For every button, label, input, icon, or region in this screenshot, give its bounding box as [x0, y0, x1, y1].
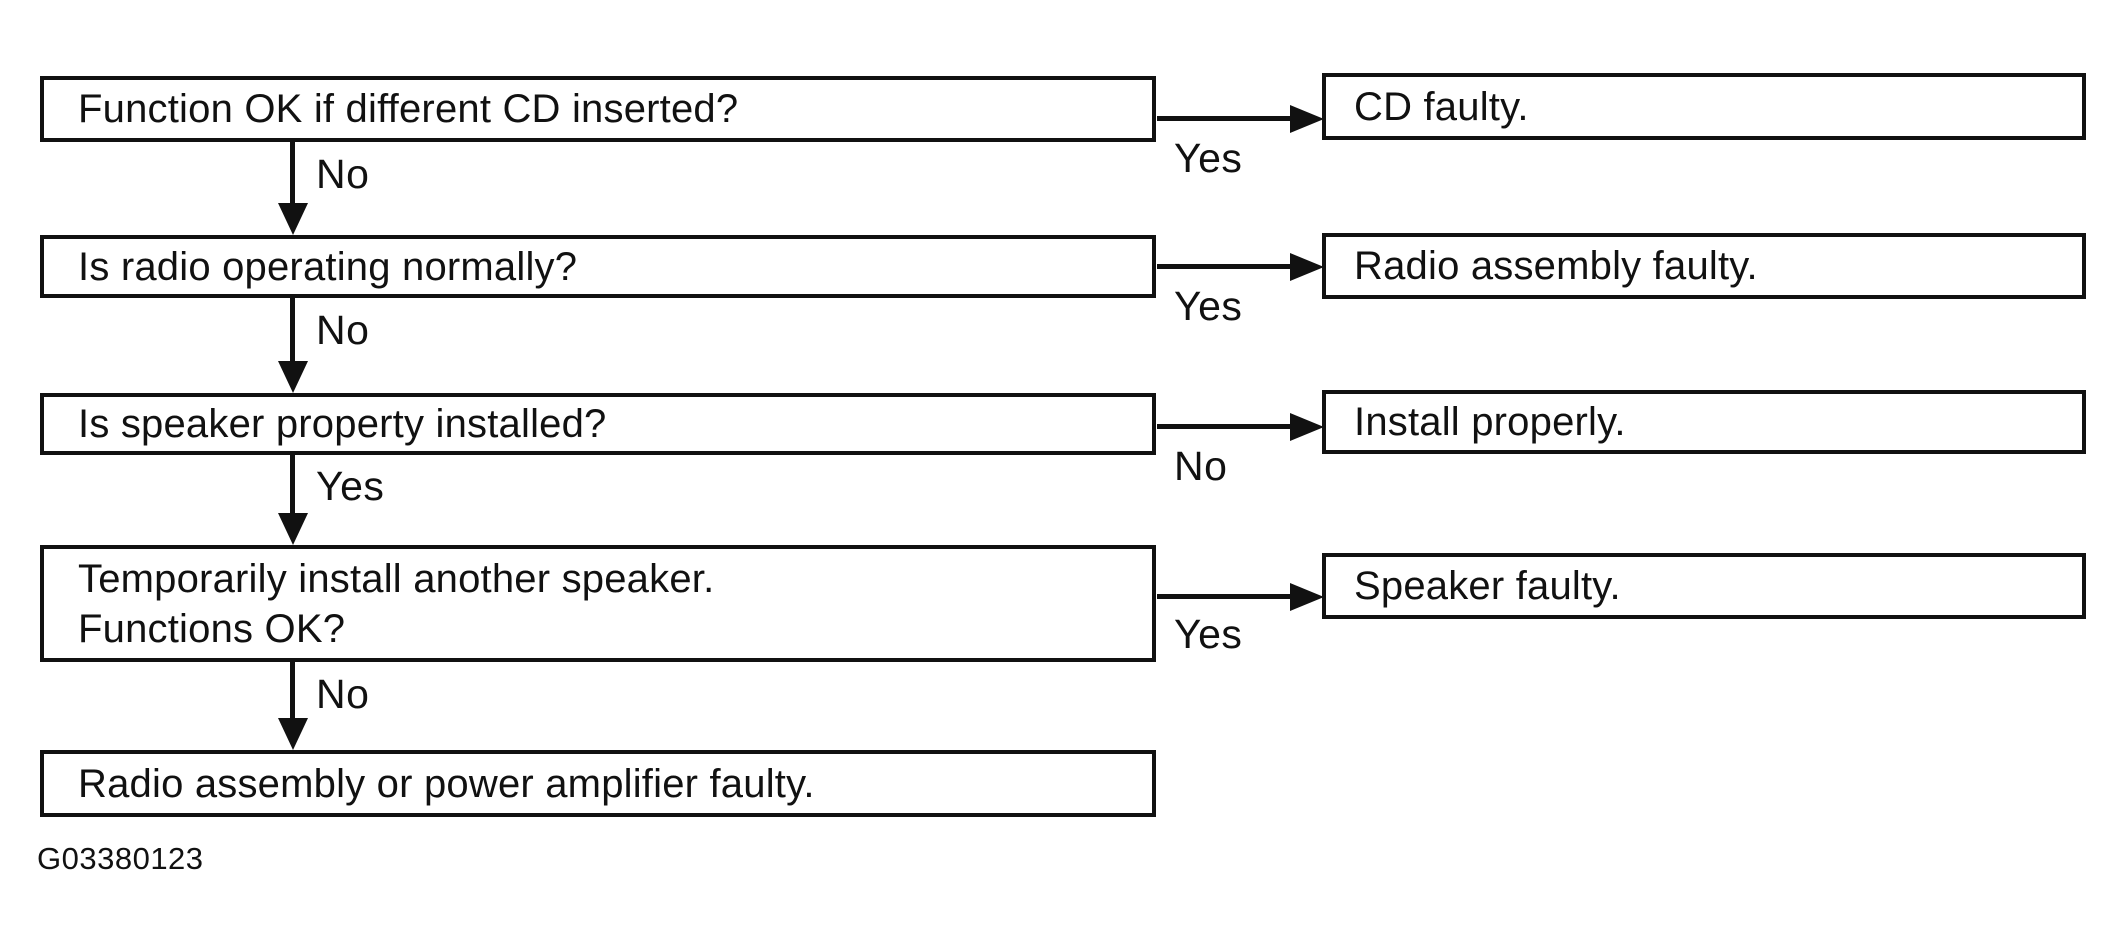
arrowhead-down-icon [278, 718, 308, 750]
arrowhead-right-icon [1290, 413, 1324, 441]
question-text-1: Function OK if different CD inserted? [78, 87, 739, 131]
down-connector-4 [290, 662, 295, 720]
result-text-2: Radio assembly faulty. [1354, 244, 1758, 288]
arrowhead-right-icon [1290, 253, 1324, 281]
branch-connector-2 [1157, 264, 1297, 269]
final-result-text: Radio assembly or power amplifier faulty… [78, 761, 815, 806]
down-branch-label-3: Yes [316, 463, 385, 509]
down-branch-label-2: No [316, 307, 370, 353]
result-text-4: Speaker faulty. [1354, 564, 1621, 608]
question-box-4: Temporarily install another speaker. Fun… [40, 545, 1156, 662]
arrowhead-down-icon [278, 513, 308, 545]
question-text-2: Is radio operating normally? [78, 244, 578, 289]
side-branch-label-3: No [1174, 443, 1228, 489]
down-connector-2 [290, 298, 295, 362]
result-text-3: Install properly. [1354, 400, 1626, 444]
result-box-4: Speaker faulty. [1322, 553, 2086, 619]
branch-connector-4 [1157, 594, 1297, 599]
final-result-box: Radio assembly or power amplifier faulty… [40, 750, 1156, 817]
down-connector-3 [290, 455, 295, 515]
figure-code: G03380123 [37, 841, 204, 876]
arrowhead-right-icon [1290, 583, 1324, 611]
question-text-4: Temporarily install another speaker. Fun… [78, 556, 715, 651]
question-box-3: Is speaker property installed? [40, 393, 1156, 455]
side-branch-label-4: Yes [1174, 611, 1243, 657]
branch-connector-1 [1157, 116, 1297, 121]
down-branch-label-4: No [316, 671, 370, 717]
down-branch-label-1: No [316, 151, 370, 197]
result-box-2: Radio assembly faulty. [1322, 233, 2086, 299]
arrowhead-down-icon [278, 361, 308, 393]
result-box-3: Install properly. [1322, 390, 2086, 454]
question-text-3: Is speaker property installed? [78, 402, 607, 446]
side-branch-label-1: Yes [1174, 135, 1243, 181]
result-text-1: CD faulty. [1354, 84, 1529, 129]
arrowhead-right-icon [1290, 105, 1324, 133]
question-box-1: Function OK if different CD inserted? [40, 76, 1156, 142]
down-connector-1 [290, 142, 295, 205]
branch-connector-3 [1157, 424, 1297, 429]
result-box-1: CD faulty. [1322, 73, 2086, 140]
arrowhead-down-icon [278, 203, 308, 235]
side-branch-label-2: Yes [1174, 283, 1243, 329]
question-box-2: Is radio operating normally? [40, 235, 1156, 298]
